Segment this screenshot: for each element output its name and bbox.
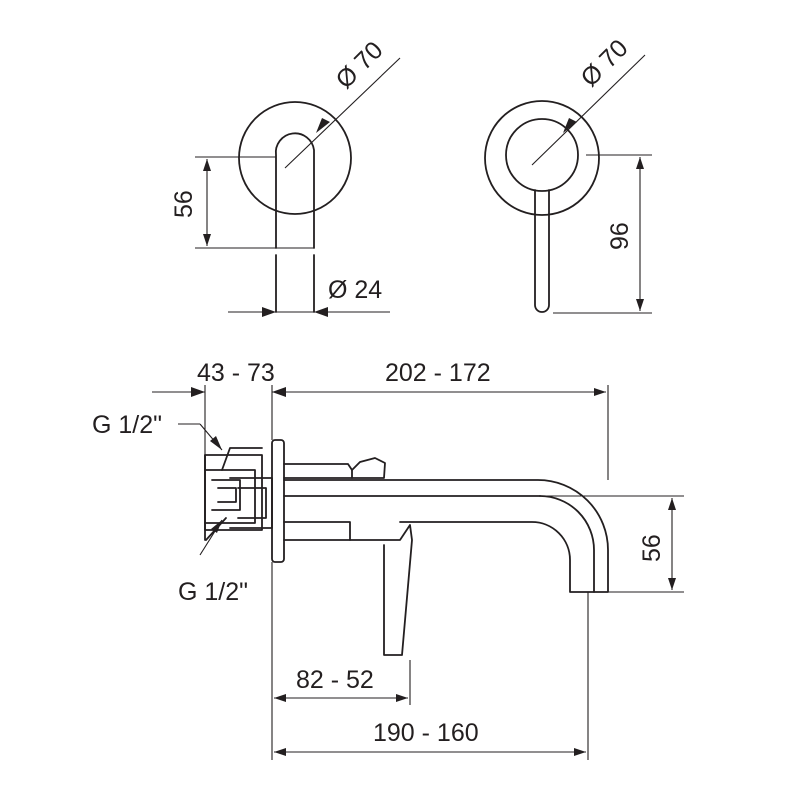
faucet-front-view: Ø 70 56 Ø 24 (170, 36, 401, 317)
faucet-rosette (238, 101, 352, 215)
top-right-dimension-label: 202 - 172 (385, 359, 491, 387)
side-view: G 1/2" G 1/2" 43 - 73 202 - 172 56 82 - … (92, 359, 684, 760)
thread-bottom-label: G 1/2" (178, 578, 248, 606)
faucet-height-label: 56 (170, 190, 198, 218)
mixer-front-view: Ø 70 96 (484, 34, 652, 314)
wall-rosette (271, 439, 285, 563)
spout-side (283, 479, 609, 593)
mixer-body-side (283, 457, 386, 479)
mixer-rosette (484, 100, 600, 216)
faucet-spout-front (274, 132, 315, 249)
top-left-dimension-label: 43 - 73 (197, 359, 275, 387)
thread-top-label: G 1/2" (92, 411, 162, 439)
mixer-lever-front (534, 189, 550, 313)
lever-side (283, 521, 413, 656)
faucet-diameter-label: Ø 70 (330, 36, 388, 94)
spout-diameter-label: Ø 24 (328, 276, 382, 304)
spout-reach-label: 190 - 160 (373, 719, 479, 747)
spout-height-label: 56 (638, 534, 666, 562)
mixer-diameter-label: Ø 70 (575, 34, 633, 92)
mixer-knob (505, 118, 579, 192)
mixer-height-label: 96 (606, 222, 634, 250)
lever-reach-label: 82 - 52 (296, 666, 374, 694)
